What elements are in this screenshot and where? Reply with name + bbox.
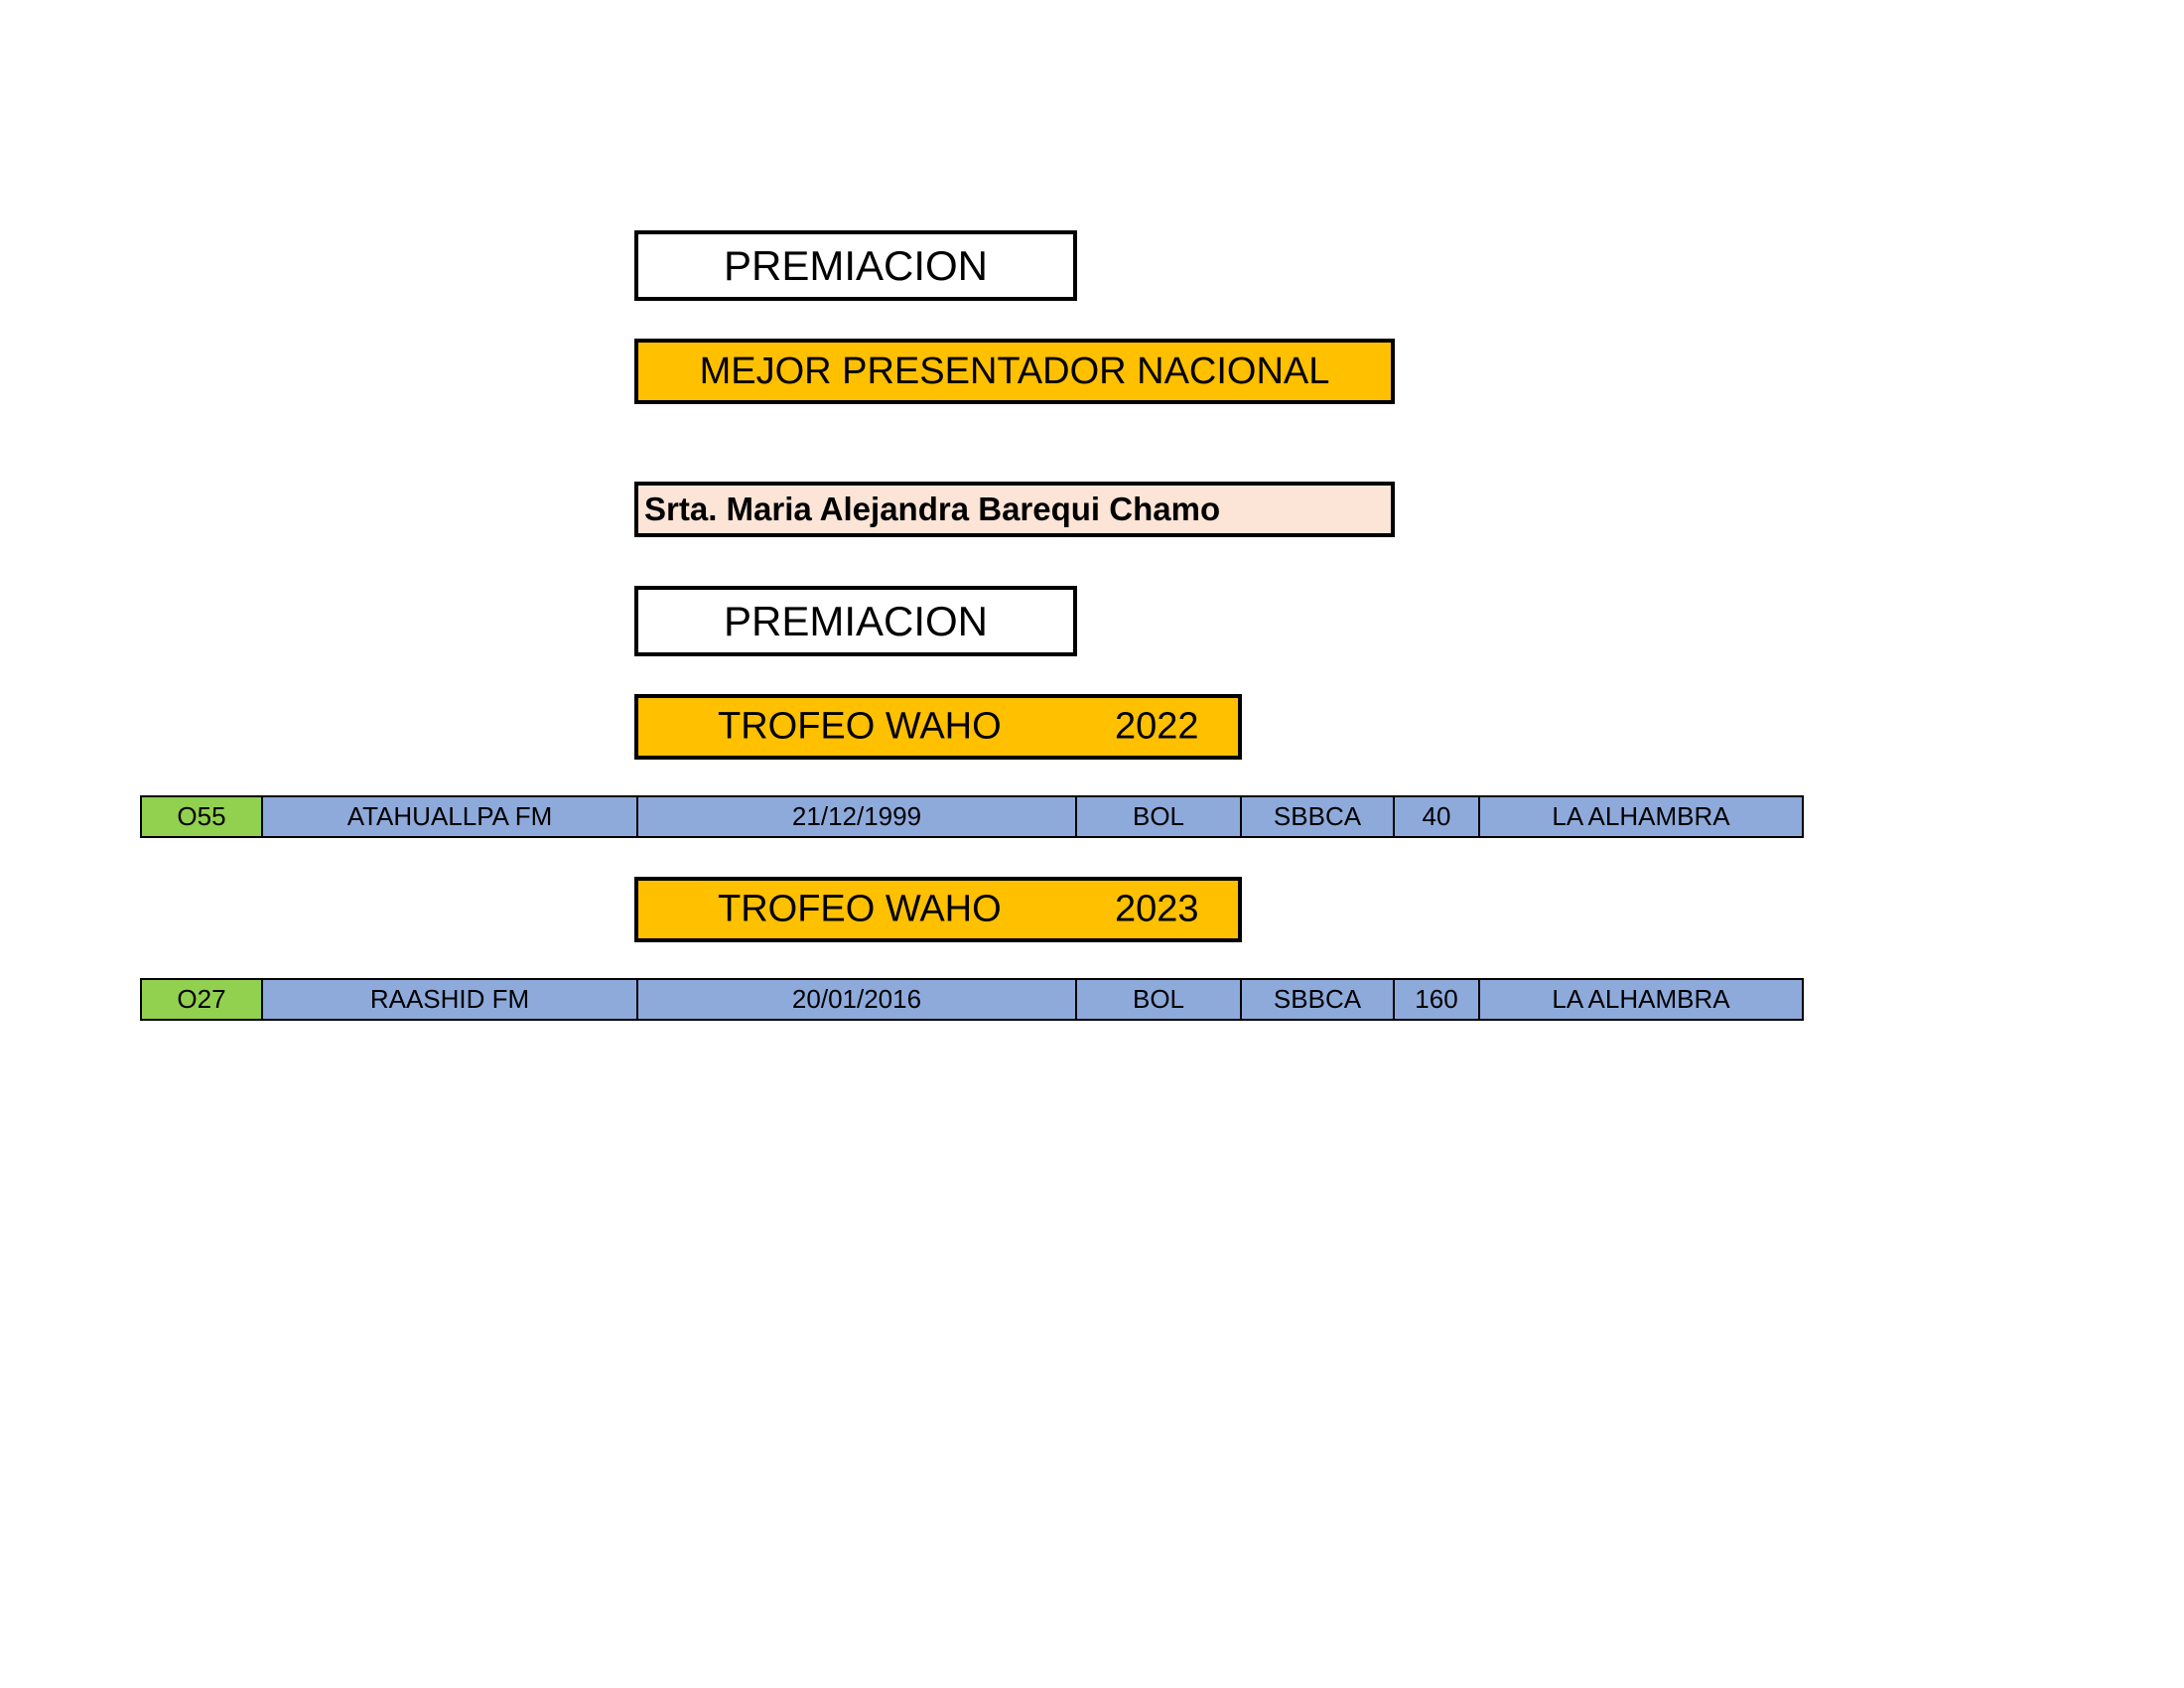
- horse-name-cell: RAASHID FM: [263, 980, 638, 1019]
- birth-date-cell: 21/12/1999: [638, 797, 1077, 836]
- number-cell: 160: [1395, 980, 1480, 1019]
- organization-cell: SBBCA: [1242, 797, 1395, 836]
- birth-date-cell: 20/01/2016: [638, 980, 1077, 1019]
- trophy-year: 2023: [1115, 888, 1199, 930]
- premiacion-heading-1: PREMIACION: [634, 230, 1077, 301]
- stud-cell: LA ALHAMBRA: [1480, 980, 1802, 1019]
- number-cell: 40: [1395, 797, 1480, 836]
- trophy-banner-2022: TROFEO WAHO 2022: [634, 694, 1242, 760]
- trophy-banner-2023: TROFEO WAHO 2023: [634, 877, 1242, 942]
- registration-code-cell: O27: [142, 980, 263, 1019]
- premiacion-heading-2: PREMIACION: [634, 586, 1077, 656]
- table-row: O55 ATAHUALLPA FM 21/12/1999 BOL SBBCA 4…: [140, 795, 1804, 838]
- stud-cell: LA ALHAMBRA: [1480, 797, 1802, 836]
- trophy-label: TROFEO WAHO: [718, 888, 1002, 930]
- trophy-label: TROFEO WAHO: [718, 705, 1002, 748]
- trophy-year: 2022: [1115, 705, 1199, 748]
- country-cell: BOL: [1077, 980, 1242, 1019]
- table-row: O27 RAASHID FM 20/01/2016 BOL SBBCA 160 …: [140, 978, 1804, 1021]
- horse-name-cell: ATAHUALLPA FM: [263, 797, 638, 836]
- award-title: MEJOR PRESENTADOR NACIONAL: [634, 339, 1395, 404]
- country-cell: BOL: [1077, 797, 1242, 836]
- organization-cell: SBBCA: [1242, 980, 1395, 1019]
- winner-name: Srta. Maria Alejandra Barequi Chamo: [634, 482, 1395, 537]
- registration-code-cell: O55: [142, 797, 263, 836]
